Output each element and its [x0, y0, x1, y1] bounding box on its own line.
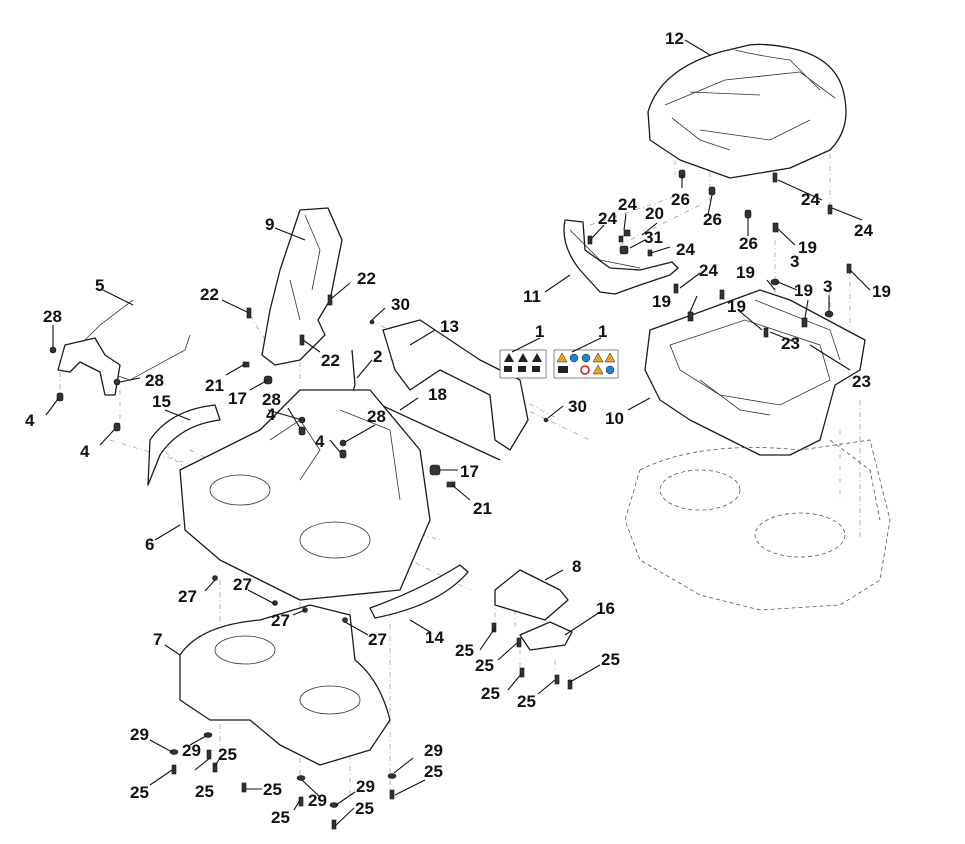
callout-17: 17: [228, 389, 247, 408]
callouts: 1 1 2 3 3 4 4 4 4 5 6 7 8 9 10 11 12 13 …: [25, 29, 891, 827]
callout-19: 19: [727, 297, 746, 316]
callout-17: 17: [460, 462, 479, 481]
callout-29: 29: [424, 741, 443, 760]
callout-28: 28: [367, 407, 386, 426]
callout-3: 3: [823, 277, 832, 296]
callout-23: 23: [852, 372, 871, 391]
callout-25: 25: [263, 780, 282, 799]
callout-25: 25: [475, 656, 494, 675]
callout-25: 25: [601, 650, 620, 669]
callout-14: 14: [425, 628, 444, 647]
callout-25: 25: [355, 799, 374, 818]
part-7-housing: [179, 604, 391, 766]
callout-10: 10: [605, 409, 624, 428]
callout-16: 16: [596, 599, 615, 618]
callout-24: 24: [801, 190, 820, 209]
callout-1-right-decal: 1: [598, 322, 607, 341]
callout-28: 28: [262, 390, 281, 409]
callout-25: 25: [271, 808, 290, 827]
callout-18: 18: [428, 385, 447, 404]
callout-29: 29: [308, 791, 327, 810]
callout-19: 19: [736, 263, 755, 282]
callout-21: 21: [473, 499, 492, 518]
callout-22: 22: [321, 351, 340, 370]
callout-28: 28: [145, 371, 164, 390]
callout-29: 29: [356, 777, 375, 796]
callout-25: 25: [424, 762, 443, 781]
callout-24: 24: [854, 221, 873, 240]
callout-5: 5: [95, 276, 104, 295]
decal-left: [499, 349, 547, 379]
callout-4: 4: [266, 405, 276, 424]
part-6-deck: [179, 389, 431, 601]
callout-23: 23: [781, 334, 800, 353]
callout-27: 27: [368, 630, 387, 649]
callout-29: 29: [130, 725, 149, 744]
part-14-deflector: [369, 564, 469, 619]
part-12-hood: [647, 43, 847, 179]
callout-27: 27: [178, 587, 197, 606]
callout-27: 27: [271, 611, 290, 630]
callout-25: 25: [517, 692, 536, 711]
callout-19: 19: [652, 292, 671, 311]
fasteners: [49, 169, 852, 830]
callout-25: 25: [481, 684, 500, 703]
callout-19: 19: [798, 238, 817, 257]
callout-24: 24: [598, 209, 617, 228]
callout-19: 19: [872, 282, 891, 301]
callout-4: 4: [25, 411, 35, 430]
part-18-rod: [369, 399, 501, 461]
callout-8: 8: [572, 557, 581, 576]
callout-4: 4: [80, 442, 90, 461]
part-9-upright: [261, 207, 343, 366]
callout-11: 11: [523, 287, 541, 306]
callout-31: 31: [644, 228, 663, 247]
callout-26: 26: [671, 190, 690, 209]
part-16-bracket: [519, 621, 573, 651]
callout-7: 7: [153, 630, 162, 649]
part-10-body: [644, 289, 866, 456]
callout-19: 19: [794, 281, 813, 300]
part-8-cover: [494, 569, 569, 621]
ghost-deck-assembly: [624, 439, 891, 611]
callout-24: 24: [618, 195, 637, 214]
callout-25: 25: [455, 641, 474, 660]
callout-9: 9: [265, 215, 274, 234]
callout-1-left-decal: 1: [535, 322, 544, 341]
part-5-bracket: [57, 299, 191, 396]
callout-29: 29: [182, 741, 201, 760]
callout-20: 20: [645, 204, 664, 223]
callout-2: 2: [373, 347, 382, 366]
callout-6: 6: [145, 535, 154, 554]
callout-3: 3: [790, 252, 799, 271]
callout-21: 21: [205, 376, 224, 395]
callout-28: 28: [43, 307, 62, 326]
callout-22: 22: [357, 269, 376, 288]
callout-25: 25: [195, 782, 214, 801]
callout-26: 26: [703, 210, 722, 229]
callout-30: 30: [391, 295, 410, 314]
callout-24: 24: [699, 261, 718, 280]
callout-30: 30: [568, 397, 587, 416]
callout-24: 24: [676, 240, 695, 259]
part-15-deflector: [147, 404, 221, 486]
callout-26: 26: [739, 234, 758, 253]
part-13-flap: [382, 319, 529, 451]
leader-lines: [45, 39, 871, 827]
callout-25: 25: [130, 783, 149, 802]
callout-13: 13: [440, 317, 459, 336]
callout-12: 12: [665, 29, 684, 48]
callout-4: 4: [315, 432, 325, 451]
callout-25: 25: [218, 745, 237, 764]
decal-right: [553, 349, 619, 379]
part-11-bumper: [563, 219, 679, 295]
callout-15: 15: [152, 392, 171, 411]
callout-22: 22: [200, 285, 219, 304]
callout-27: 27: [233, 575, 252, 594]
